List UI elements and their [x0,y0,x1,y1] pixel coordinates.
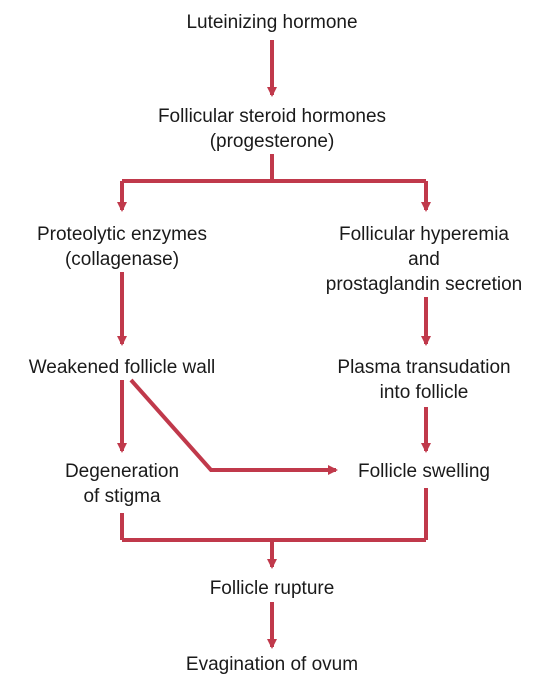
node-label-line: Luteinizing hormone [186,12,357,33]
node-label-line: of stigma [83,486,161,507]
node-evagination-of-ovum: Evagination of ovum [186,654,358,675]
node-follicle-swelling: Follicle swelling [358,461,490,482]
node-label-line: Follicle swelling [358,461,490,482]
node-label-line: and [408,249,440,270]
node-label-line: Follicular hyperemia [339,224,509,245]
node-follicle-rupture: Follicle rupture [210,578,335,599]
node-weakened-follicle-wall: Weakened follicle wall [29,357,216,378]
node-plasma-transudation: Plasma transudation into follicle [337,357,510,403]
node-label-line: Proteolytic enzymes [37,224,207,245]
node-label-line: Follicle rupture [210,578,335,599]
node-label-line: Evagination of ovum [186,654,358,675]
node-proteolytic-enzymes: Proteolytic enzymes (collagenase) [37,224,207,270]
arrow-weakened-to-swelling [129,378,338,475]
node-label-line: Follicular steroid hormones [158,106,386,127]
node-label-line: Plasma transudation [337,357,510,378]
node-follicular-hyperemia: Follicular hyperemia and prostaglandin sec… [326,224,522,295]
node-label-line: (collagenase) [65,249,179,270]
node-luteinizing-hormone: Luteinizing hormone [186,12,357,33]
node-label-line: Weakened follicle wall [29,357,216,378]
node-degeneration-of-stigma: Degeneration of stigma [65,461,179,507]
node-label-line: (progesterone) [210,131,335,152]
node-label-line: prostaglandin secretion [326,274,522,295]
node-label-line: Degeneration [65,461,179,482]
node-label-line: into follicle [380,382,469,403]
node-steroid-hormones: Follicular steroid hormones (progesterone… [158,106,386,152]
